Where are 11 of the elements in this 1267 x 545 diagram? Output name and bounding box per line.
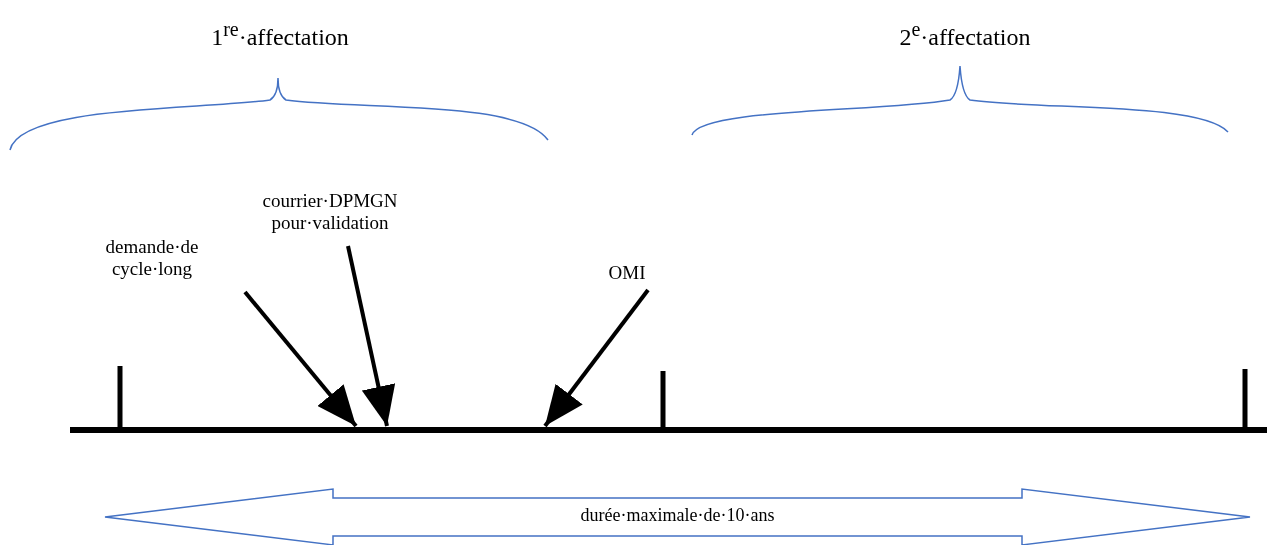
timeline-bar bbox=[70, 427, 1267, 433]
duration-label: durée·maximale·de·10·ans bbox=[579, 504, 776, 526]
section-heading: 2$^{e}$·affectation bbox=[898, 18, 1032, 51]
section-heading: 1$^{re}$·affectation bbox=[210, 18, 350, 51]
event-label: demande·de cycle·long bbox=[104, 236, 200, 280]
event-label: OMI bbox=[607, 262, 647, 284]
arrow bbox=[346, 245, 396, 427]
double-arrow-shape bbox=[105, 488, 1250, 545]
arrow bbox=[543, 288, 650, 428]
arrow bbox=[243, 290, 358, 428]
event-label: courrier·DPMGN pour·validation bbox=[261, 190, 399, 234]
